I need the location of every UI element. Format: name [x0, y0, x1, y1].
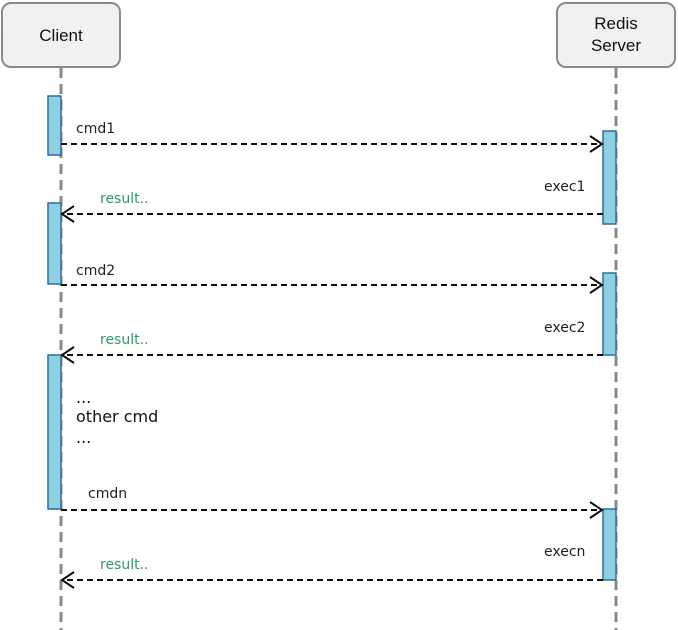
client-actor-box — [1, 2, 121, 68]
message-result1: result.. — [60, 191, 603, 223]
message-resultn: result.. — [60, 557, 603, 589]
resultn-label: result.. — [100, 557, 149, 573]
other-dots-top: ... — [76, 388, 91, 407]
cmd1-arrowhead — [589, 135, 604, 153]
exec1-label: exec1 — [544, 179, 585, 195]
cmdn-label: cmdn — [88, 486, 127, 502]
server-activation-1 — [602, 130, 617, 225]
result2-label: result.. — [100, 332, 149, 348]
client-activation-3 — [47, 354, 62, 510]
other-dots-bottom: ... — [76, 428, 91, 447]
server-activation-2 — [602, 272, 617, 356]
exec2-label: exec2 — [544, 320, 585, 336]
client-actor-label: Client — [39, 26, 83, 45]
server-actor-label-line1: Redis — [594, 14, 637, 33]
message-cmdn: cmdn — [61, 486, 604, 519]
other-cmd-label: other cmd — [76, 407, 158, 426]
cmd2-arrowhead — [589, 276, 604, 294]
server-actor-label-line2: Server — [591, 36, 641, 55]
result2-arrowhead — [60, 346, 75, 364]
client-activation-1 — [47, 95, 62, 156]
cmdn-arrowhead — [589, 501, 604, 519]
result1-arrowhead — [60, 205, 75, 223]
cmd1-label: cmd1 — [76, 121, 115, 137]
message-result2: result.. — [60, 332, 603, 364]
client-actor: Client — [1, 2, 121, 68]
server-activation-3 — [602, 508, 617, 581]
server-actor-box — [556, 2, 676, 68]
message-cmd1: cmd1 — [61, 121, 604, 153]
result1-label: result.. — [100, 191, 149, 207]
cmd2-label: cmd2 — [76, 263, 115, 279]
message-cmd2: cmd2 — [61, 263, 604, 294]
server-actor: Redis Server — [556, 2, 676, 68]
execn-label: execn — [544, 544, 585, 560]
resultn-arrowhead — [60, 571, 75, 589]
client-activation-2 — [47, 202, 62, 285]
